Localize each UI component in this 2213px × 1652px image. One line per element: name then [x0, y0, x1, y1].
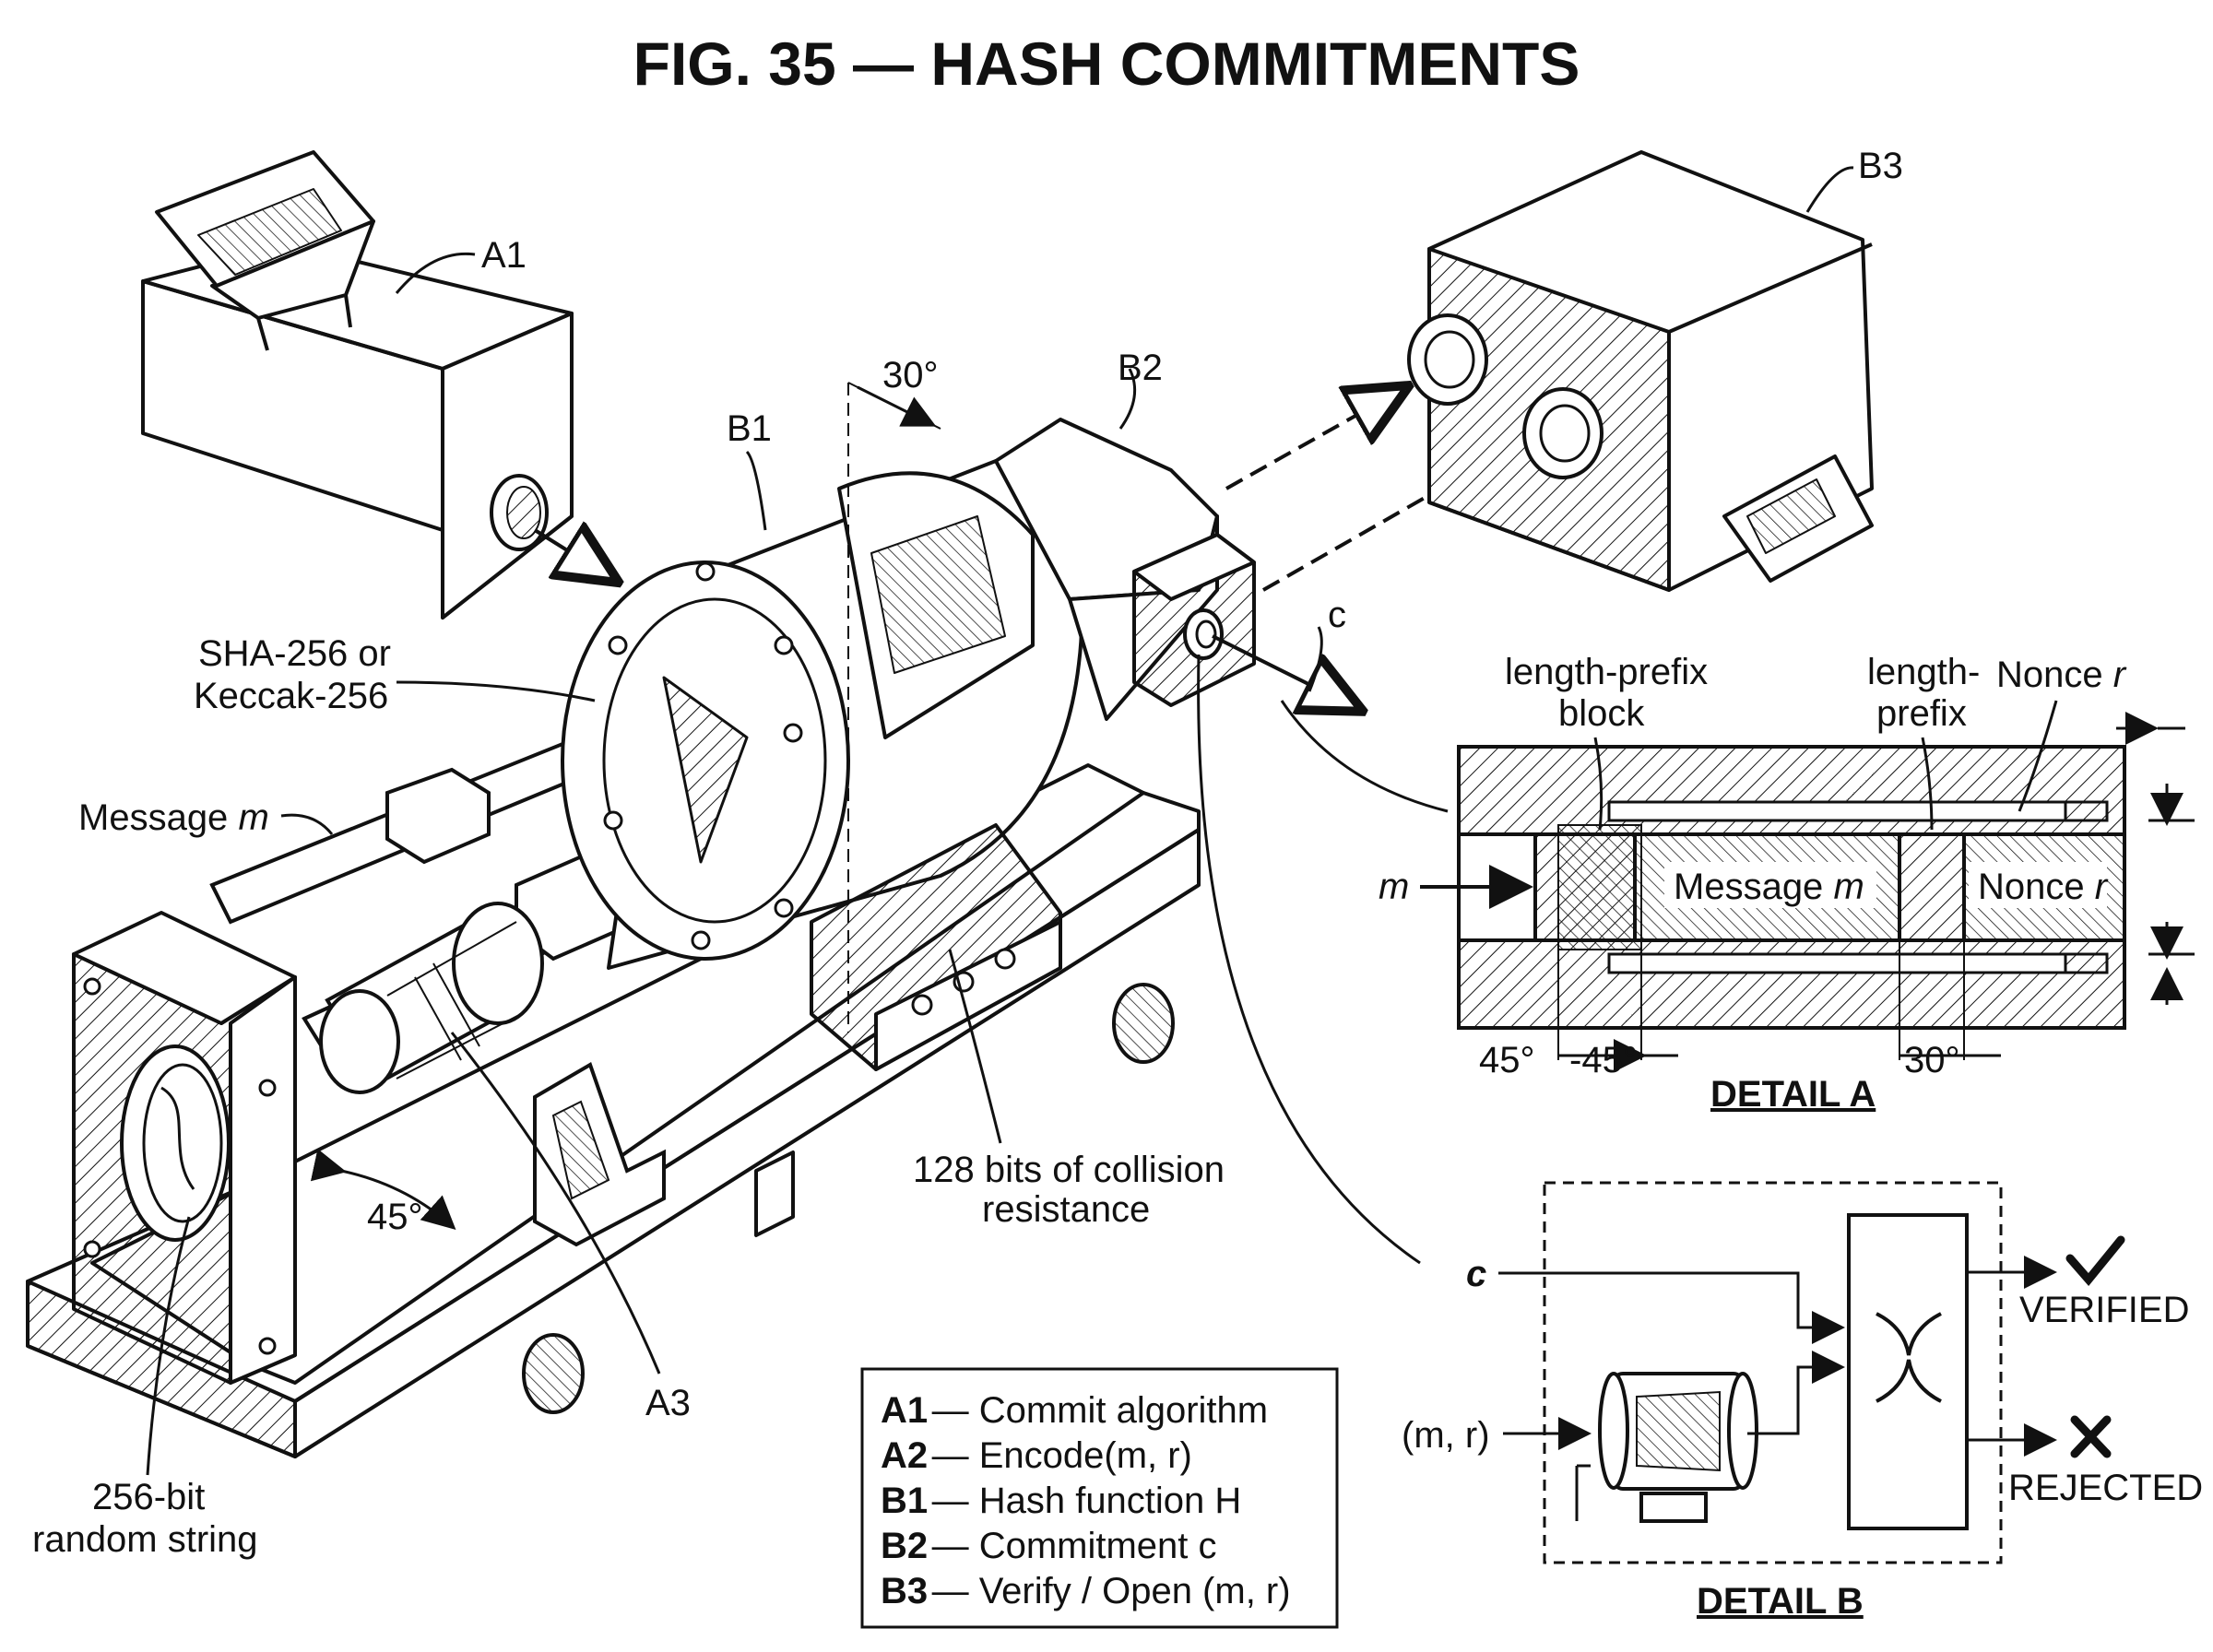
- support-bracket: [533, 1062, 666, 1247]
- detail-a-nonce-cell: Nonce r: [1978, 867, 2109, 907]
- angle-45-base: 45°: [367, 1197, 423, 1237]
- angle-30-drum: 30°: [882, 355, 939, 395]
- verify-open-box-b3: [1407, 150, 1874, 592]
- callout-b2: B2: [1118, 348, 1163, 388]
- detail-b-mr-input: (m, r): [1402, 1415, 1490, 1456]
- callout-hash-alg-line2: Keccak-256: [194, 676, 388, 716]
- cross-icon: [2070, 1415, 2112, 1458]
- detail-a-dim-30: 30°: [1904, 1040, 1960, 1080]
- detail-a-lp-line1: length-: [1867, 652, 1980, 692]
- callout-message: Message m: [78, 797, 269, 838]
- detail-b-comparator: [1847, 1213, 1969, 1530]
- detail-a-nonce-label: Nonce r: [1996, 655, 2127, 695]
- detail-a-lp-block-line1: length-prefix: [1505, 652, 1708, 692]
- a1-output-arrow: [533, 530, 616, 581]
- callout-a1: A1: [481, 235, 527, 276]
- callout-random-line2: random string: [32, 1519, 258, 1560]
- detail-b-rejected: REJECTED: [2008, 1468, 2203, 1508]
- detail-b-heading: DETAIL B: [1697, 1581, 1864, 1622]
- detail-a-lp-block-line2: block: [1558, 693, 1645, 734]
- legend-row: A1 — Commit algorithm: [881, 1390, 1268, 1431]
- detail-b-verified: VERIFIED: [2019, 1290, 2189, 1330]
- callout-collision-line1: 128 bits of collision: [913, 1150, 1225, 1190]
- callout-c: c: [1328, 595, 1346, 635]
- adjust-knob: [522, 983, 1175, 1414]
- detail-b-mini-encoder: [1575, 1372, 1758, 1523]
- comparator-symbol: [1876, 1312, 1942, 1403]
- legend-row: A2 — Encode(m, r): [881, 1435, 1192, 1476]
- callout-hash-alg-line1: SHA-256 or: [198, 633, 391, 674]
- legend-row: B2 — Commitment c: [881, 1526, 1217, 1566]
- legend-box: [860, 1367, 1339, 1629]
- hash-function-drum-b1: [561, 459, 1084, 1071]
- callout-collision-line2: resistance: [982, 1189, 1150, 1230]
- figure-title: FIG. 35 — HASH COMMITMENTS: [633, 30, 1580, 98]
- detail-a-dim-45: 45°: [1479, 1040, 1535, 1080]
- detail-b-frame: [1543, 1181, 2003, 1564]
- detail-a-heading: DETAIL A: [1710, 1074, 1876, 1115]
- legend-row: B1 — Hash function H: [881, 1481, 1241, 1521]
- detail-b-c-input: c: [1466, 1254, 1486, 1294]
- legend: A1 — Commit algorithm A2 — Encode(m, r) …: [881, 1390, 1291, 1611]
- detail-a-dim-neg45: -45°: [1569, 1040, 1638, 1080]
- legend-row: B3 — Verify / Open (m, r): [881, 1571, 1291, 1611]
- callout-b3: B3: [1858, 146, 1903, 186]
- callout-b1: B1: [727, 408, 772, 449]
- check-icon: [2065, 1235, 2125, 1286]
- end-plate: [72, 911, 297, 1385]
- callout-a3: A3: [645, 1383, 691, 1423]
- detail-a-m-input: m: [1379, 867, 1409, 907]
- detail-a-message-cell: Message m: [1674, 867, 1864, 907]
- commitment-output-b2: [994, 418, 1256, 721]
- commit-algorithm-box-a1: [141, 150, 574, 620]
- detail-a-cross-section: [1457, 745, 2126, 1060]
- callout-random-line1: 256-bit: [92, 1477, 205, 1517]
- detail-a-lp-line2: prefix: [1876, 693, 1967, 734]
- encoder-roller-a3: [319, 902, 544, 1094]
